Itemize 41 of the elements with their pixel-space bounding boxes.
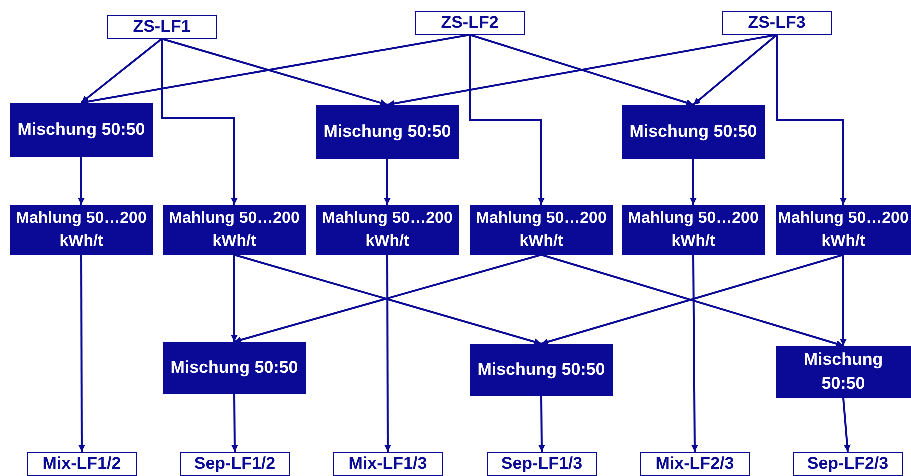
grinding-box: Mahlung 50…200 kWh/t (470, 205, 613, 255)
output-box: Sep-LF1/3 (487, 452, 597, 476)
arrow (80, 38, 163, 104)
output-box: Mix-LF1/2 (27, 452, 137, 476)
mixing-box: Mischung 50:50 (470, 344, 613, 396)
grinding-box: Mahlung 50…200 kWh/t (316, 205, 459, 255)
output-box: Mix-LF2/3 (640, 452, 750, 476)
arrow (387, 34, 778, 108)
source-box: ZS-LF2 (415, 11, 525, 35)
source-box: ZS-LF1 (107, 15, 217, 39)
mixing-box: Mischung 50:50 (622, 105, 765, 159)
arrow (538, 396, 546, 452)
output-box: Sep-LF2/3 (793, 452, 903, 476)
grinding-box: Mahlung 50…200 kWh/t (622, 205, 765, 255)
mixing-box: Mischung 50:50 (316, 105, 459, 159)
arrow (470, 34, 694, 106)
arrow (690, 159, 697, 205)
arrow (691, 255, 698, 452)
arrow (384, 255, 392, 452)
source-box: ZS-LF3 (722, 11, 832, 35)
arrow (776, 35, 847, 205)
arrow (231, 394, 238, 452)
grinding-box: Mahlung 50…200 kWh/t (776, 205, 911, 255)
arrow (840, 255, 847, 346)
grinding-box: Mahlung 50…200 kWh/t (10, 205, 153, 255)
arrow (161, 39, 238, 205)
mixing-box: Mischung 50:50 (163, 342, 306, 394)
output-box: Mix-LF1/3 (333, 452, 443, 476)
arrow (469, 35, 545, 205)
mixing-box: Mischung 50:50 (10, 103, 153, 157)
arrow (78, 157, 85, 205)
arrow (78, 255, 86, 452)
arrow (384, 159, 391, 205)
arrow (842, 398, 851, 452)
arrow (692, 34, 778, 106)
output-box: Sep-LF1/2 (180, 452, 290, 476)
arrow (81, 34, 470, 106)
arrow (231, 255, 238, 342)
grinding-box: Mahlung 50…200 kWh/t (163, 205, 306, 255)
arrow (162, 38, 388, 106)
mixing-box: Mischung 50:50 (776, 346, 911, 398)
